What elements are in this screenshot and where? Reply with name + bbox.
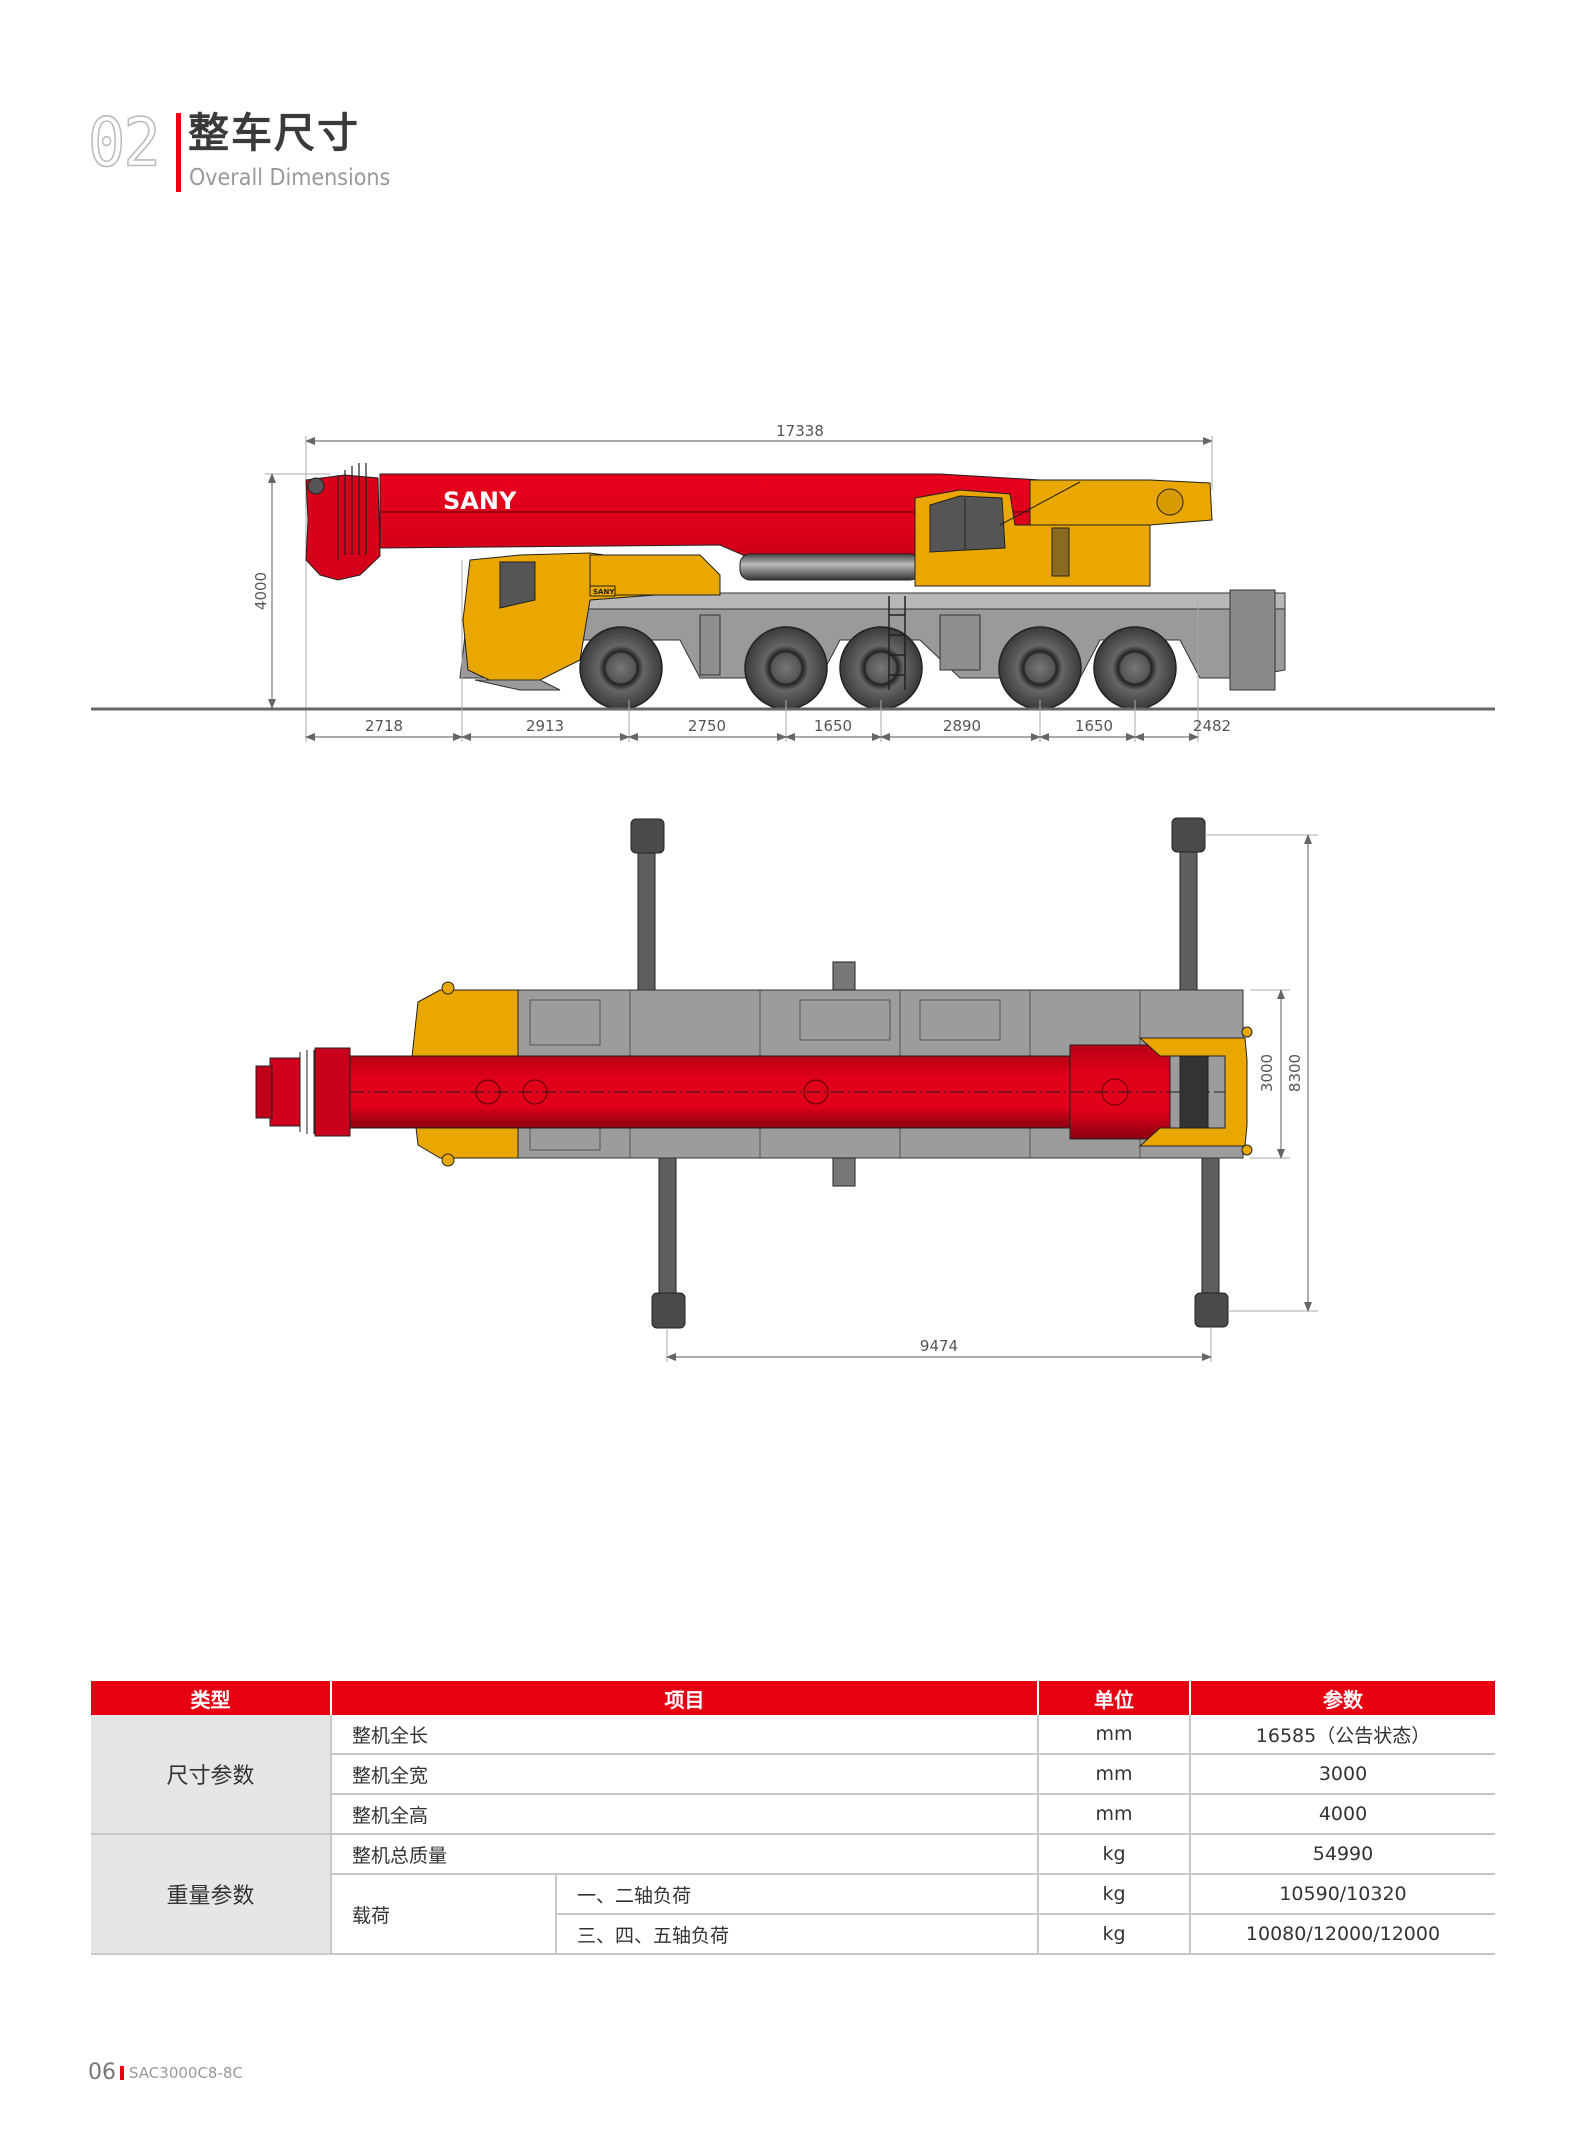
header-param: 参数 <box>1189 1681 1495 1715</box>
item-cell: 载荷 <box>330 1874 556 1955</box>
dim-segment: 2482 <box>1193 717 1231 735</box>
item-cell: 整机全宽 <box>330 1754 1038 1795</box>
boom-brand-logo: SANY <box>443 487 517 515</box>
footer-accent-bar <box>120 2066 124 2080</box>
dim-segment: 2718 <box>365 717 403 735</box>
dim-outrigger-length: 9474 <box>920 1337 958 1355</box>
crane-dimension-drawings: 17338 4000 SANY SANY <box>91 422 1495 1362</box>
page-title: 整车尺寸 <box>188 109 360 157</box>
page-subtitle: Overall Dimensions <box>189 165 391 191</box>
header-unit: 单位 <box>1037 1681 1190 1715</box>
value-cell: 10590/10320 <box>1189 1874 1495 1915</box>
spec-table: 类型 项目 单位 参数 尺寸参数 整机全长 mm 16585（公告状态） 整机全… <box>91 1681 1495 1955</box>
cab-brand-logo: SANY <box>593 588 615 596</box>
value-cell: 10080/12000/12000 <box>1189 1914 1495 1955</box>
table-header-row: 类型 项目 单位 参数 <box>91 1681 1495 1715</box>
dim-segment: 2890 <box>943 717 981 735</box>
unit-cell: kg <box>1037 1914 1190 1955</box>
dim-outrigger-width: 8300 <box>1286 1054 1304 1092</box>
sub-item-cell: 一、二轴负荷 <box>555 1874 1038 1915</box>
model-name: SAC3000C8-8C <box>129 2064 243 2082</box>
header-type: 类型 <box>91 1681 331 1715</box>
section-number: 02 <box>87 103 161 182</box>
sub-item-cell: 三、四、五轴负荷 <box>555 1914 1038 1955</box>
table-row: 整机全高 mm 4000 <box>91 1794 1495 1835</box>
header-item: 项目 <box>330 1681 1038 1715</box>
table-row: 尺寸参数 整机全长 mm 16585（公告状态） <box>91 1715 1495 1835</box>
category-cell: 尺寸参数 <box>91 1715 331 1835</box>
table-row: 整机全宽 mm 3000 <box>91 1754 1495 1795</box>
dim-segment: 1650 <box>1075 717 1113 735</box>
value-cell: 16585（公告状态） <box>1189 1715 1495 1755</box>
dim-chassis-width: 3000 <box>1258 1054 1276 1092</box>
unit-cell: mm <box>1037 1754 1190 1795</box>
table-row: 三、四、五轴负荷 kg 10080/12000/12000 <box>91 1914 1495 1955</box>
side-view: 17338 4000 SANY SANY <box>91 422 1495 742</box>
value-cell: 54990 <box>1189 1834 1495 1875</box>
unit-cell: mm <box>1037 1715 1190 1755</box>
top-view: 3000 8300 9474 <box>255 817 1318 1362</box>
unit-cell: kg <box>1037 1834 1190 1875</box>
item-cell: 整机全长 <box>330 1715 1038 1755</box>
value-cell: 3000 <box>1189 1754 1495 1795</box>
page-number: 06 <box>88 2060 116 2085</box>
table-row: 载荷 一、二轴负荷 kg 10590/10320 <box>91 1874 1495 1955</box>
header-accent-bar <box>176 113 181 192</box>
unit-cell: kg <box>1037 1874 1190 1915</box>
category-cell: 重量参数 <box>91 1834 331 1955</box>
dim-segment: 1650 <box>814 717 852 735</box>
dim-overall-length: 17338 <box>776 422 824 440</box>
value-cell: 4000 <box>1189 1794 1495 1835</box>
item-cell: 整机总质量 <box>330 1834 1038 1875</box>
dim-segment: 2913 <box>526 717 564 735</box>
dim-overall-height: 4000 <box>252 572 270 610</box>
unit-cell: mm <box>1037 1794 1190 1835</box>
item-cell: 整机全高 <box>330 1794 1038 1835</box>
dim-segment: 2750 <box>688 717 726 735</box>
table-row: 重量参数 整机总质量 kg 54990 <box>91 1834 1495 1955</box>
